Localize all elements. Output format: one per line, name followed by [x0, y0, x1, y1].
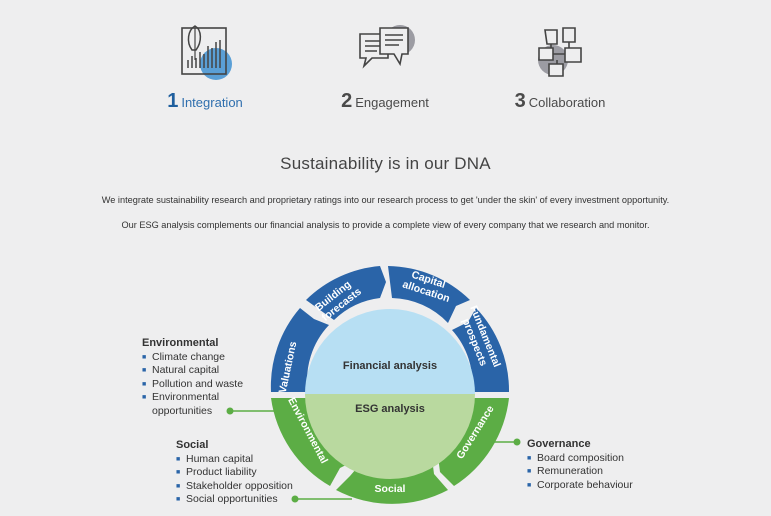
list-item: Product liability: [176, 466, 293, 480]
list-item: Climate change: [142, 351, 243, 365]
pillar-number: 2: [341, 90, 353, 112]
list-item: Social opportunities: [176, 493, 293, 507]
core-financial-label: Financial analysis: [343, 360, 437, 372]
social-list: Social Human capital Product liability S…: [176, 439, 293, 507]
list-heading: Social: [176, 439, 209, 451]
segment-governance: [438, 398, 509, 486]
pillar-number: 1: [167, 90, 179, 112]
segment-capital-allocation: [388, 266, 470, 323]
list-item: Stakeholder opposition: [176, 480, 293, 494]
segment-valuations: [270, 308, 329, 392]
list-heading: Environmental: [142, 337, 219, 349]
pillar-label: Engagement: [355, 95, 429, 110]
segment-label-social: Social: [375, 483, 406, 495]
segment-fundamental-prospects: [452, 308, 510, 392]
pillar-label: Collaboration: [528, 95, 606, 110]
environmental-list: Environmental Climate change Natural cap…: [142, 337, 243, 418]
pillar-label: Integration: [181, 95, 243, 110]
list-item: Human capital: [176, 453, 293, 467]
list-item: Board composition: [527, 452, 633, 466]
segment-environmental: [271, 398, 356, 486]
intro-text: We integrate sustainability research and…: [101, 195, 670, 205]
intro-text: Our ESG analysis complements our financi…: [121, 220, 650, 230]
list-heading: Governance: [527, 438, 591, 450]
page-title: Sustainability is in our DNA: [280, 154, 491, 173]
list-item: opportunities: [152, 404, 213, 417]
plant-chart-icon: [181, 25, 232, 80]
list-item: Natural capital: [142, 364, 243, 378]
core-esg-label: ESG analysis: [355, 403, 425, 415]
core-esg: [305, 394, 475, 479]
governance-list: Governance Board composition Remuneratio…: [527, 438, 633, 492]
joined-hands-icon: [538, 27, 582, 77]
speech-bubbles-icon: [359, 25, 415, 69]
pillar-number: 3: [514, 90, 526, 112]
segment-building-forecasts: [306, 266, 386, 320]
list-item: Corporate behaviour: [527, 479, 633, 493]
core-financial: [305, 309, 475, 394]
list-item: Remuneration: [527, 465, 633, 479]
list-item: Environmental: [142, 391, 243, 405]
list-item: Pollution and waste: [142, 378, 243, 392]
